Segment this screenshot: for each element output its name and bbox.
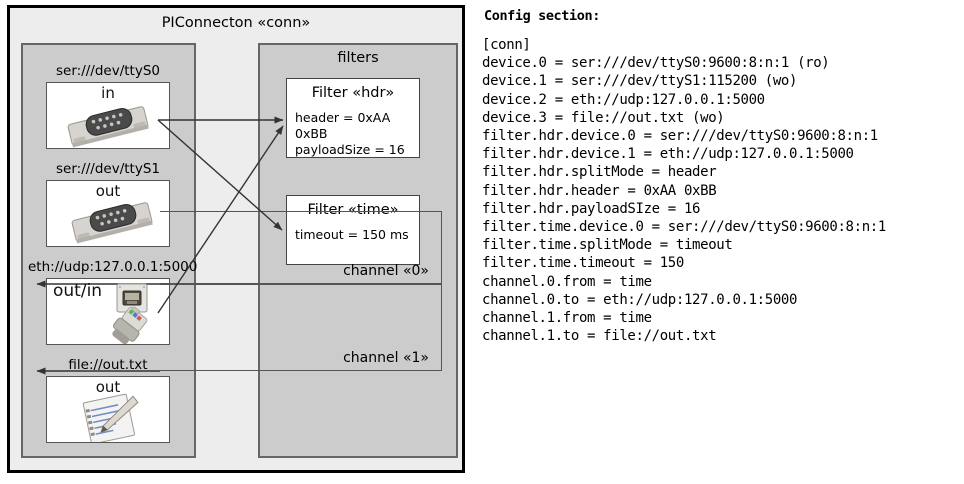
config-line: channel.0.from = time [482, 273, 652, 290]
device-direction-ethernet: out/in [53, 281, 103, 301]
config-line: filter.hdr.splitMode = header [482, 164, 717, 181]
config-line: filter.hdr.header = 0xAA 0xBB [482, 182, 717, 199]
device-direction-serial0: in [101, 84, 115, 102]
device-label-file: file://out.txt [68, 357, 148, 373]
channel-label-1: channel «1» [343, 350, 429, 366]
serial-port-icon [67, 197, 159, 246]
piconnecton-container: PIConnecton «conn» ser:///dev/ttyS0 in [7, 5, 465, 473]
config-line: filter.time.timeout = 150 [482, 255, 684, 272]
filter-box-time[interactable]: Filter «time» timeout = 150 ms [286, 195, 420, 265]
config-line: filter.hdr.payloadSIze = 16 [482, 200, 701, 217]
config-line: channel.1.from = time [482, 310, 652, 327]
device-label-serial0: ser:///dev/ttyS0 [56, 63, 160, 79]
filter-props-hdr: header = 0xAA 0xBB payloadSize = 16 [295, 110, 419, 158]
filter-props-time: timeout = 150 ms [295, 227, 409, 243]
channel-box-1[interactable]: channel «1» [160, 284, 442, 371]
config-line: channel.0.to = eth://udp:127.0.0.1:5000 [482, 291, 798, 308]
config-line: device.1 = ser:///dev/ttyS1:115200 (wo) [482, 73, 798, 90]
config-line: device.3 = file://out.txt (wo) [482, 109, 725, 126]
config-heading: Config section: [484, 8, 600, 24]
config-section: Config section: [conn] device.0 = ser:///… [482, 8, 960, 428]
config-line: filter.hdr.device.0 = ser:///dev/ttyS0:9… [482, 128, 878, 145]
filter-box-hdr[interactable]: Filter «hdr» header = 0xAA 0xBB payloadS… [286, 78, 420, 158]
filter-prop: payloadSize = 16 [295, 142, 405, 157]
device-label-ethernet: eth://udp:127.0.0.1:5000 [28, 259, 198, 275]
channel-box-0[interactable]: channel «0» [160, 211, 442, 284]
device-box-ethernet[interactable]: out/in [46, 278, 170, 345]
config-line: [conn] [482, 37, 531, 53]
device-box-file[interactable]: out [46, 376, 170, 443]
filters-panel: filters Filter «hdr» header = 0xAA 0xBB … [258, 43, 458, 458]
channel-label-0: channel «0» [343, 263, 429, 279]
device-direction-file: out [95, 378, 121, 396]
config-line: filter.hdr.device.1 = eth://udp:127.0.0.… [482, 146, 854, 163]
devices-panel: ser:///dev/ttyS0 in [21, 43, 198, 458]
config-line: filter.time.device.0 = ser:///dev/ttyS0:… [482, 219, 886, 236]
device-direction-serial1: out [95, 182, 121, 200]
filters-panel-title: filters [337, 50, 379, 66]
filter-name-time: Filter «time» [307, 202, 399, 218]
text-file-icon [81, 393, 147, 442]
filter-prop: header = 0xAA 0xBB [295, 110, 391, 141]
config-line: device.2 = eth://udp:127.0.0.1:5000 [482, 91, 765, 108]
device-box-serial1[interactable]: out [46, 180, 170, 247]
filter-prop: timeout = 150 ms [295, 227, 409, 242]
device-label-serial1: ser:///dev/ttyS1 [56, 161, 160, 177]
device-box-serial0[interactable]: in [46, 82, 170, 149]
ethernet-plug-icon [103, 282, 165, 344]
filter-name-hdr: Filter «hdr» [311, 85, 395, 101]
config-text-block: [conn] device.0 = ser:///dev/ttyS0:9600:8… [482, 36, 960, 345]
config-line: channel.1.to = file://out.txt [482, 328, 717, 345]
config-line: device.0 = ser:///dev/ttyS0:9600:8:n:1 (… [482, 55, 830, 72]
serial-port-icon [63, 103, 155, 148]
config-line: filter.time.splitMode = timeout [482, 237, 733, 254]
diagram-title: PIConnecton «conn» [161, 15, 311, 31]
